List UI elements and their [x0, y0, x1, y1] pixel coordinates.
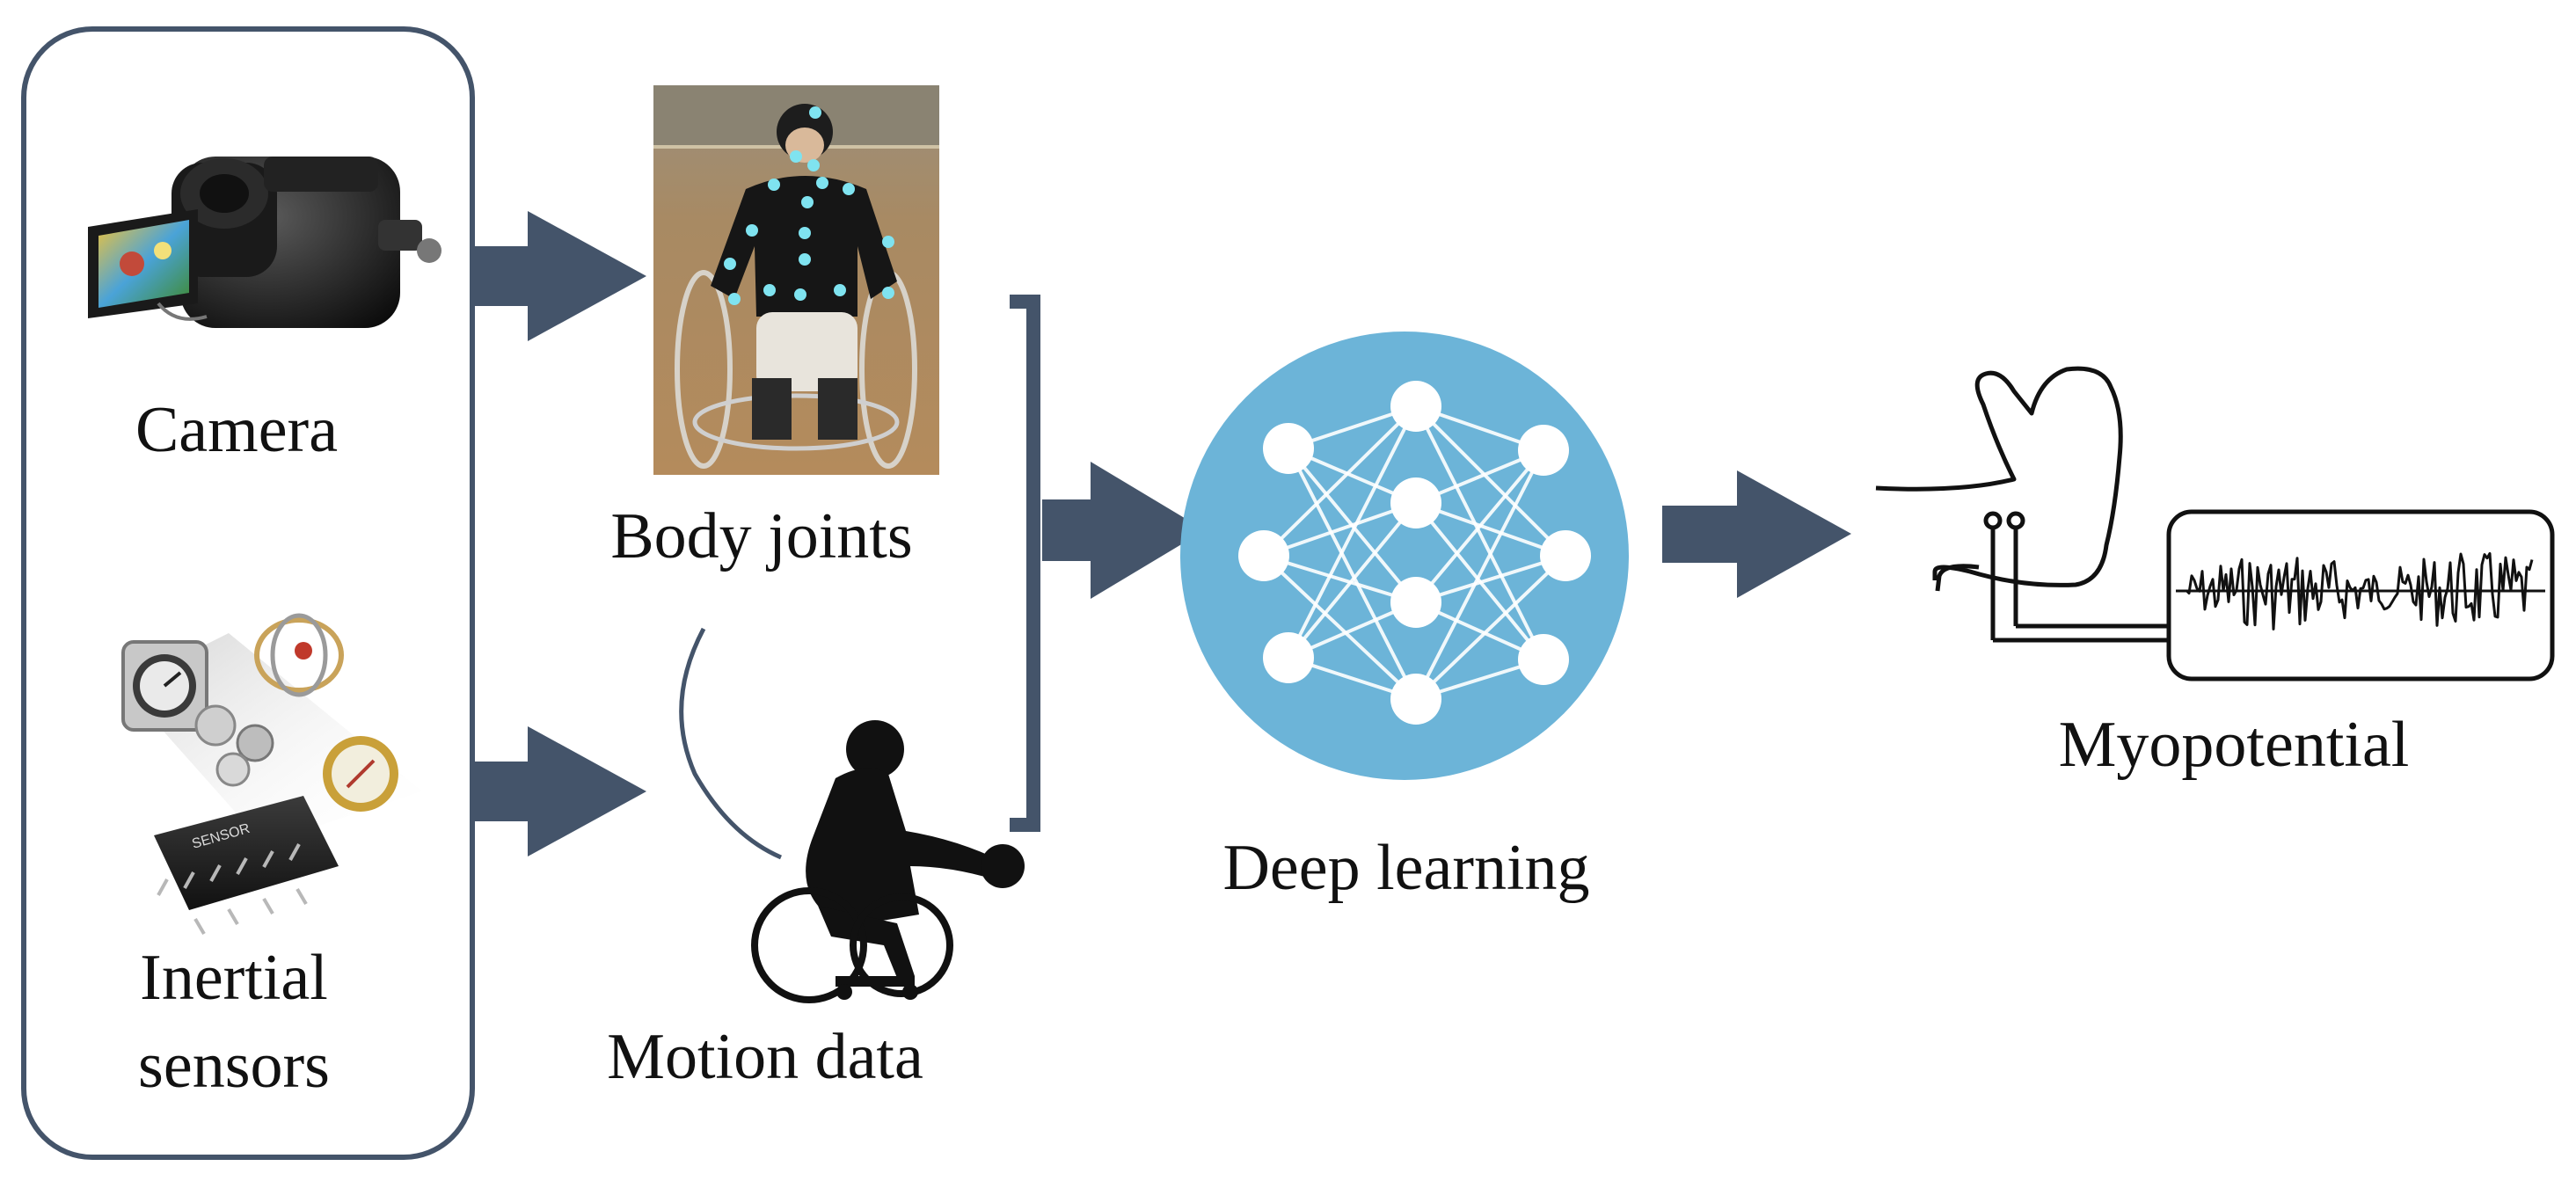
video-camera-icon: [88, 157, 441, 328]
network-node: [1263, 632, 1314, 683]
network-edge: [1414, 405, 1545, 660]
network-node: [1263, 423, 1314, 474]
network-node: [1390, 674, 1441, 725]
network-node: [1390, 577, 1441, 628]
network-edge: [1414, 405, 1567, 558]
network-edge: [1287, 448, 1418, 700]
motion-data-label: Motion data: [607, 1021, 923, 1093]
network-edge: [1262, 405, 1418, 558]
network-edge: [1415, 554, 1566, 604]
network-edge: [1414, 448, 1545, 604]
network-edge: [1415, 501, 1566, 558]
myopotential-label: Myopotential: [2058, 709, 2410, 781]
network-edge: [1287, 501, 1418, 660]
network-edge: [1287, 405, 1418, 659]
inertial-sensors-icon: SENSOR: [121, 613, 422, 936]
arrow-sensors-to-motion: [475, 726, 646, 856]
network-edge: [1414, 554, 1567, 701]
joint-markers: [724, 106, 894, 305]
arrow-to-myopotential: [1662, 470, 1851, 598]
merge-bracket: [1010, 295, 1040, 832]
deep-learning-label: Deep learning: [1222, 832, 1590, 904]
arrow-to-network: [1042, 462, 1205, 599]
wheelchair-athlete-icon: [679, 627, 1025, 1003]
sensors-panel: [21, 26, 475, 1160]
network-node: [1390, 477, 1441, 528]
inertial-sensors-label-line1: Inertial: [140, 942, 328, 1014]
network-node: [1540, 530, 1591, 581]
body-joints-label: Body joints: [610, 500, 913, 572]
network-node: [1390, 381, 1441, 432]
inertial-sensors-label-line2: sensors: [138, 1030, 330, 1102]
body-joints-photo: [653, 85, 939, 475]
network-edge: [1414, 449, 1545, 700]
network-edge: [1263, 501, 1417, 558]
network-edge: [1263, 554, 1417, 604]
arrow-camera-to-joints: [475, 211, 646, 341]
arm-emg-icon: [1875, 366, 2555, 681]
network-node: [1518, 634, 1569, 685]
camera-label: Camera: [135, 394, 339, 466]
network-node: [1238, 530, 1289, 581]
neural-network-icon: [1180, 332, 1629, 780]
network-edge: [1262, 554, 1418, 701]
network-node: [1518, 425, 1569, 476]
